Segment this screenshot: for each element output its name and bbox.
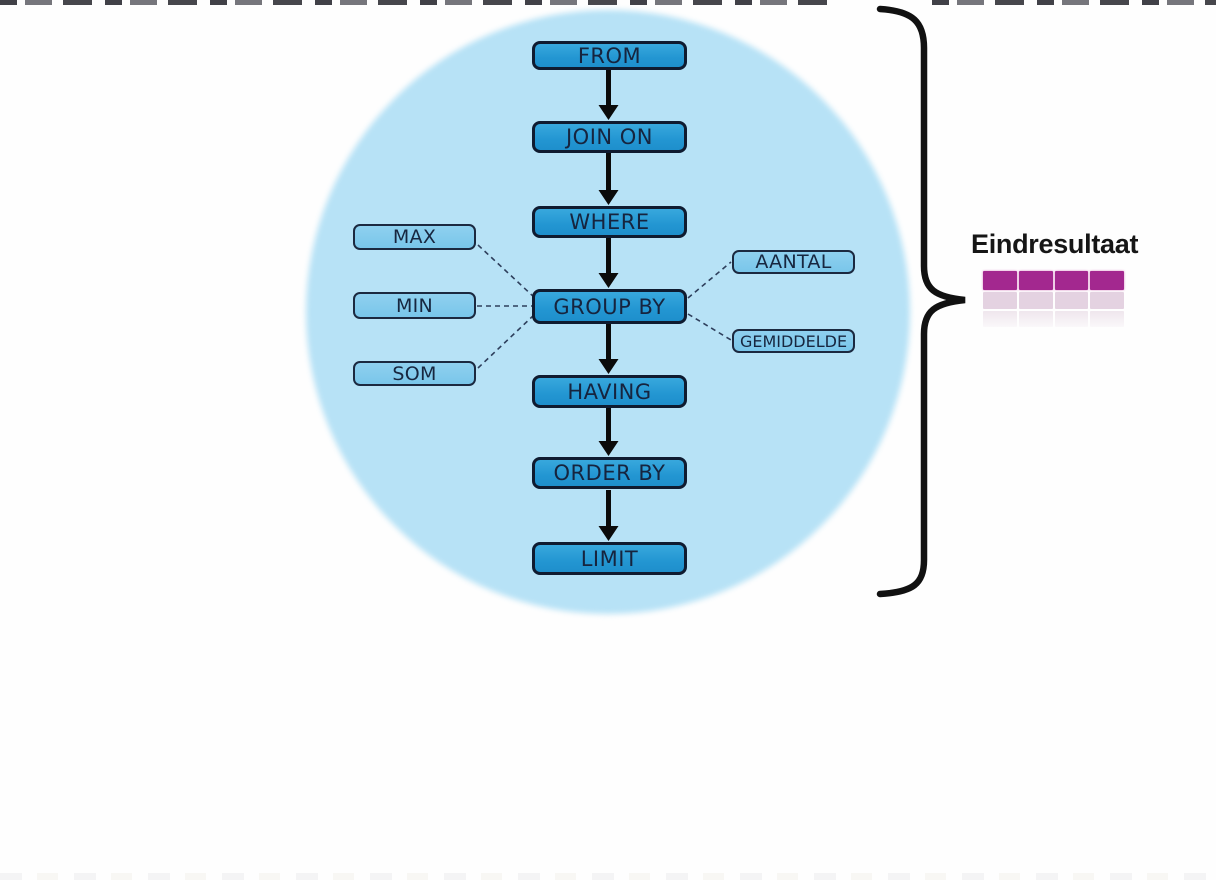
flow-box-join-on: JOIN ON <box>532 121 687 153</box>
result-table-body-cell <box>1054 292 1089 309</box>
result-table <box>983 271 1124 327</box>
result-table-faded-cell <box>1054 311 1089 327</box>
result-table-header-cell <box>983 271 1017 290</box>
result-table-header-cell <box>1054 271 1089 290</box>
result-table-body-cell <box>1090 292 1124 309</box>
function-box-max: MAX <box>353 224 476 250</box>
clipped-bottom-edge-artifact <box>0 873 1216 880</box>
result-table-header-cell <box>1018 271 1053 290</box>
flow-box-where: WHERE <box>532 206 687 238</box>
function-box-aantal: AANTAL <box>732 250 855 274</box>
function-box-min: MIN <box>353 292 476 319</box>
flow-box-having: HAVING <box>532 375 687 408</box>
result-table-faded-cell <box>1018 311 1053 327</box>
result-title: Eindresultaat <box>971 229 1139 259</box>
function-box-som: SOM <box>353 361 476 386</box>
function-box-gemiddelde: GEMIDDELDE <box>732 329 855 353</box>
clipped-top-edge-artifact <box>932 0 1216 5</box>
flow-box-group-by: GROUP BY <box>532 289 687 324</box>
result-table-body-cell <box>1018 292 1053 309</box>
flow-box-order-by: ORDER BY <box>532 457 687 489</box>
result-table-body-cell <box>983 292 1017 309</box>
flow-box-limit: LIMIT <box>532 542 687 575</box>
result-table-header-cell <box>1090 271 1124 290</box>
flow-box-from: FROM <box>532 41 687 70</box>
clipped-top-edge-artifact <box>0 0 836 5</box>
result-table-faded-cell <box>1090 311 1124 327</box>
result-table-faded-cell <box>983 311 1017 327</box>
